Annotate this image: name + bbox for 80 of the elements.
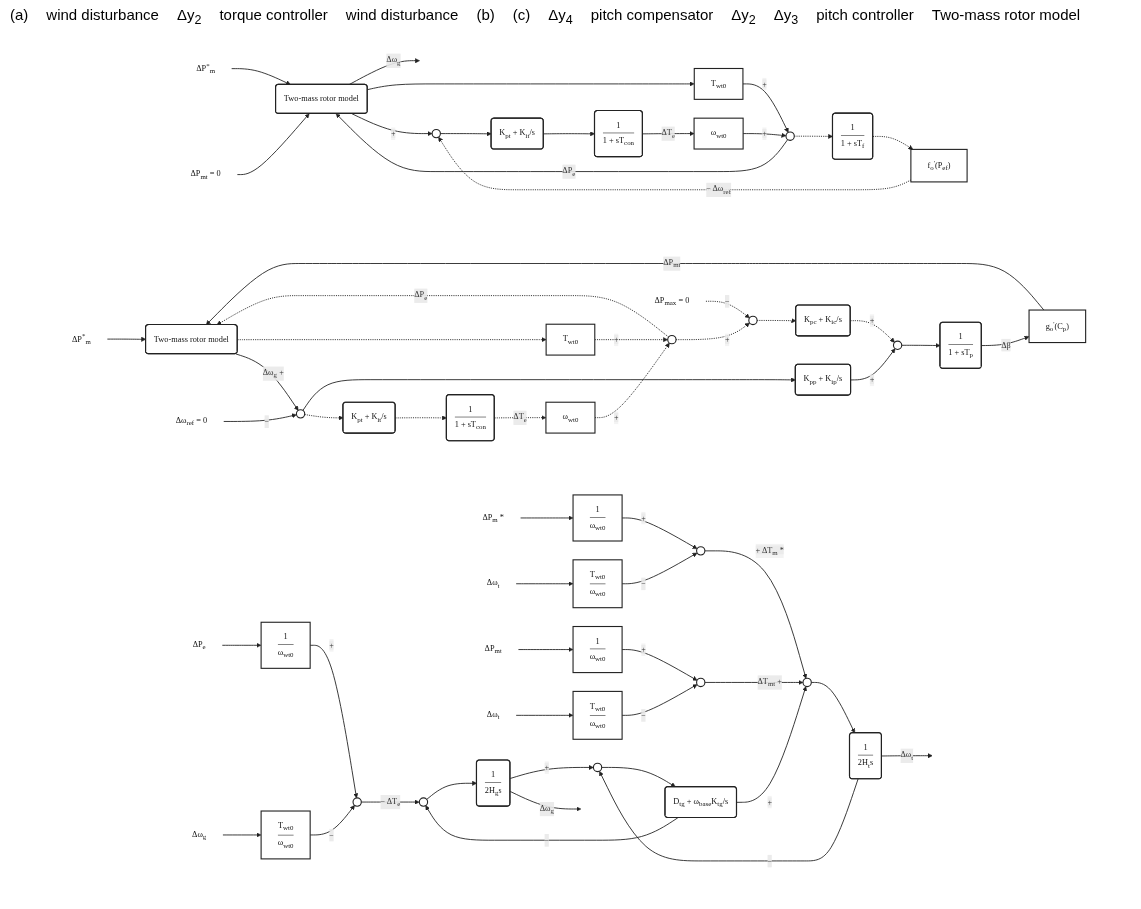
edge-label: ΔT$_{e}$ — [661, 128, 675, 140]
node-circle — [696, 677, 706, 688]
edge-label: − — [544, 835, 550, 845]
edge-label: − — [767, 856, 773, 866]
edge-label: − — [264, 416, 270, 426]
node-circle — [696, 546, 706, 556]
node-text: ΔP$_{e}$ — [192, 639, 206, 651]
edge-label: − — [641, 579, 646, 589]
node-circle — [667, 334, 677, 345]
edge-label: + — [762, 129, 767, 138]
edge-label: + — [329, 640, 334, 650]
node-circle — [295, 409, 306, 419]
node-text: Δω$_{ref}$ = 0 — [175, 415, 208, 428]
diagram-label: pitch compensator — [590, 6, 714, 25]
node-box: g$_{o}$$^{'}$(C$_{p}$) — [1028, 309, 1087, 344]
diagram-label: Δy$_{2}$ — [176, 6, 202, 27]
node-box: T$_{wt0}$ ω$_{wt0}$ — [572, 690, 623, 740]
edge-label: Δω$_{g}$ — [386, 55, 401, 67]
edge-label: − — [641, 710, 646, 720]
node-text: ΔP$_{mt}$ = 0 — [190, 169, 221, 181]
edge-label: Δω$_{g}$ — [539, 803, 554, 815]
node-box: 1 ω$_{wt0}$ — [572, 494, 623, 542]
node-circle — [431, 128, 441, 139]
node-box: T$_{wt0}$ — [693, 67, 744, 100]
edge-label: Δω$_{g}$ + — [262, 368, 284, 380]
node-circle — [892, 340, 903, 350]
edge-label: + — [614, 335, 619, 344]
edge-label: + — [869, 315, 875, 325]
edge-label: + — [725, 335, 730, 344]
node-circle — [748, 315, 758, 326]
edge-label: + — [544, 762, 550, 772]
node-circle — [418, 797, 429, 807]
node-text: Δω$_{t}$ — [486, 578, 500, 590]
node-text: Δω$_{t}$ — [486, 709, 500, 721]
node-box: f$_{o}$$^{'}$(P$_{ef}$) — [910, 148, 968, 183]
node-text: Δω$_{g}$ — [192, 829, 207, 841]
diagram-label: (c) — [512, 6, 531, 25]
node-circle — [802, 677, 812, 688]
edge-label: + — [762, 79, 767, 89]
diagram-label: (a) — [10, 6, 29, 25]
diagram-label: Two-mass rotor model — [931, 6, 1081, 25]
node-text: ΔP$_{m}$ * — [482, 512, 504, 524]
node-text: ΔP$_{mt}$ — [484, 644, 502, 656]
diagram-label: Δy$_{2}$ — [731, 6, 756, 27]
edge-label: + — [391, 129, 396, 138]
edge-label: + — [614, 413, 619, 422]
edge-label: ΔP$_{mt}$ — [663, 258, 681, 270]
node-box: ω$_{wt0}$ — [693, 117, 744, 150]
edge-label: ΔP$_{e}$ — [414, 290, 428, 302]
node-text: ΔP$_{max}$ = 0 — [654, 295, 690, 307]
edge-label: + — [641, 513, 646, 523]
node-box: 1 ω$_{wt0}$ — [260, 621, 311, 669]
edge-label: Δβ — [1001, 340, 1011, 350]
edge-label: + — [641, 644, 646, 654]
diagram-label: Δy$_{4}$ — [548, 6, 573, 27]
diagram-label: pitch controller — [816, 6, 914, 25]
node-circle — [352, 797, 362, 807]
node-box: T$_{wt0}$ ω$_{wt0}$ — [260, 810, 311, 860]
diagram-label: (b) — [476, 6, 495, 25]
node-box: T$_{wt0}$ — [545, 323, 596, 356]
edge-label: + ΔT$_{m}$ * — [755, 545, 784, 557]
edge-label: − — [725, 296, 730, 306]
edge-label: ΔP$_{e}$ — [562, 166, 576, 178]
diagram-label: Δy$_{3}$ — [773, 6, 799, 27]
node-box: 1 ω$_{wt0}$ — [572, 625, 623, 674]
edge-label: ΔT$_{mt}$ + — [757, 676, 782, 689]
diagram-label: torque controller — [219, 6, 328, 25]
node-box: T$_{wt0}$ ω$_{wt0}$ — [572, 559, 623, 609]
node-circle — [592, 762, 603, 773]
edge-label: Δω$_{t}$ — [900, 750, 914, 762]
edge-label: ΔT$_{e}$ — [513, 412, 527, 424]
edge-label: + — [767, 797, 773, 807]
edge-label: − — [329, 830, 334, 840]
edge-label: − ΔT$_{e}$ — [380, 796, 401, 808]
edge-label: + — [869, 375, 875, 384]
node-box: ω$_{wt0}$ — [545, 401, 596, 434]
diagram-label: wind disturbance — [46, 6, 159, 25]
diagram-label: wind disturbance — [345, 6, 459, 25]
edge-label: − Δω$_{ref}$ — [706, 184, 731, 196]
node-circle — [785, 131, 795, 141]
